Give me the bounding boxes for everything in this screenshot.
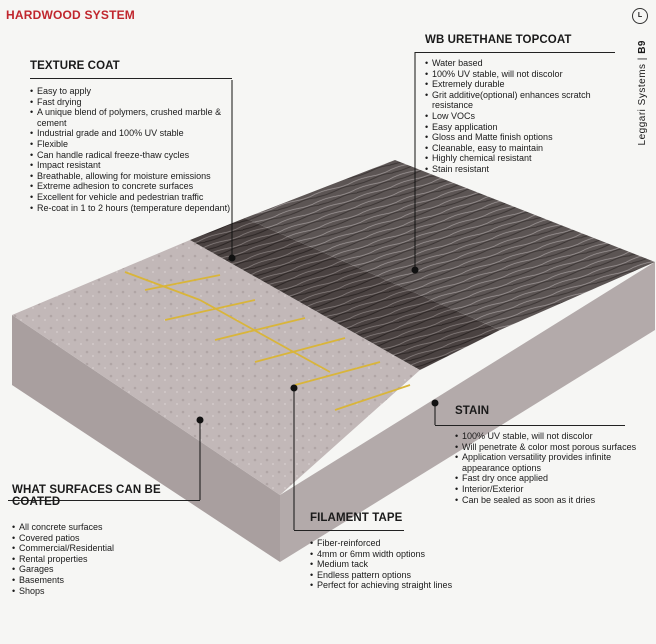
list-item: Fast dry once applied [455,473,640,484]
list-item: Basements [12,575,212,586]
list-item: Endless pattern options [310,570,510,581]
list-item: Extremely durable [425,79,625,90]
page-title: HARDWOOD SYSTEM [6,8,135,22]
list-item: Shops [12,586,212,597]
list-item: Interior/Exterior [455,484,640,495]
stain-rule [435,425,625,426]
topcoat-rule [415,52,615,53]
side-brand-label: Leggari Systems | B9 [637,40,648,146]
list-item: 4mm or 6mm width options [310,549,510,560]
filament-tape-title: FILAMENT TAPE [310,512,403,524]
topcoat-section: WB URETHANE TOPCOAT Water based 100% UV … [425,34,625,175]
list-item: Will penetrate & color most porous surfa… [455,442,640,453]
filament-tape-lines [124,271,411,411]
texture-coat-title: TEXTURE COAT [30,60,120,72]
list-item: 100% UV stable, will not discolor [455,431,640,442]
surfaces-title: WHAT SURFACES CAN BE COATED [12,484,161,508]
list-item: Flexible [30,139,245,150]
list-item: Medium tack [310,559,510,570]
stain-list: 100% UV stable, will not discolor Will p… [455,431,640,505]
stain-layer [190,218,500,370]
topcoat-layer [245,160,655,330]
list-item: Easy application [425,122,625,133]
filament-tape-section: FILAMENT TAPE Fiber-reinforced 4mm or 6m… [310,512,510,591]
list-item: Can be sealed as soon as it dries [455,495,640,506]
list-item: Gloss and Matte finish options [425,132,625,143]
list-item: Water based [425,58,625,69]
list-item: Rental properties [12,554,212,565]
surfaces-list: All concrete surfaces Covered patios Com… [12,522,212,596]
surfaces-rule [8,500,200,501]
callout-dots [196,254,439,424]
list-item: Covered patios [12,533,212,544]
filament-tape-list: Fiber-reinforced 4mm or 6mm width option… [310,538,510,591]
brand-logo-icon: L [632,8,648,24]
list-item: Extreme adhesion to concrete surfaces [30,181,245,192]
list-item: Fiber-reinforced [310,538,510,549]
texture-coat-section: TEXTURE COAT Easy to apply Fast drying A… [30,60,245,213]
list-item: Stain resistant [425,164,625,175]
slab-right-side [280,262,655,562]
list-item: All concrete surfaces [12,522,212,533]
list-item: Commercial/Residential [12,543,212,554]
brand-name: Leggari Systems [637,63,648,146]
texture-coat-list: Easy to apply Fast drying A unique blend… [30,86,245,213]
list-item: Grit additive(optional) enhances scratch… [425,90,625,111]
list-item: Industrial grade and 100% UV stable [30,128,245,139]
topcoat-title: WB URETHANE TOPCOAT [425,34,572,46]
page-number: B9 [637,40,648,54]
list-item: Cleanable, easy to maintain [425,143,625,154]
list-item: Excellent for vehicle and pedestrian tra… [30,192,245,203]
list-item: Can handle radical freeze-thaw cycles [30,150,245,161]
texture-coat-rule [30,78,232,79]
stain-section: STAIN 100% UV stable, will not discolor … [455,405,640,505]
list-item: Easy to apply [30,86,245,97]
list-item: Impact resistant [30,160,245,171]
list-item: Application versatility provides infinit… [455,452,640,473]
list-item: Re-coat in 1 to 2 hours (temperature dep… [30,203,245,214]
list-item: Fast drying [30,97,245,108]
slab-front-side [12,315,280,562]
list-item: Garages [12,564,212,575]
concrete-surface [12,240,420,495]
list-item: 100% UV stable, will not discolor [425,69,625,80]
surfaces-section: WHAT SURFACES CAN BE COATED All concrete… [12,484,212,596]
list-item: Breathable, allowing for moisture emissi… [30,171,245,182]
topcoat-list: Water based 100% UV stable, will not dis… [425,58,625,175]
stain-title: STAIN [455,405,490,417]
list-item: Perfect for achieving straight lines [310,580,510,591]
list-item: Highly chemical resistant [425,153,625,164]
list-item: Low VOCs [425,111,625,122]
list-item: A unique blend of polymers, crushed marb… [30,107,245,128]
filament-tape-rule [294,530,404,531]
